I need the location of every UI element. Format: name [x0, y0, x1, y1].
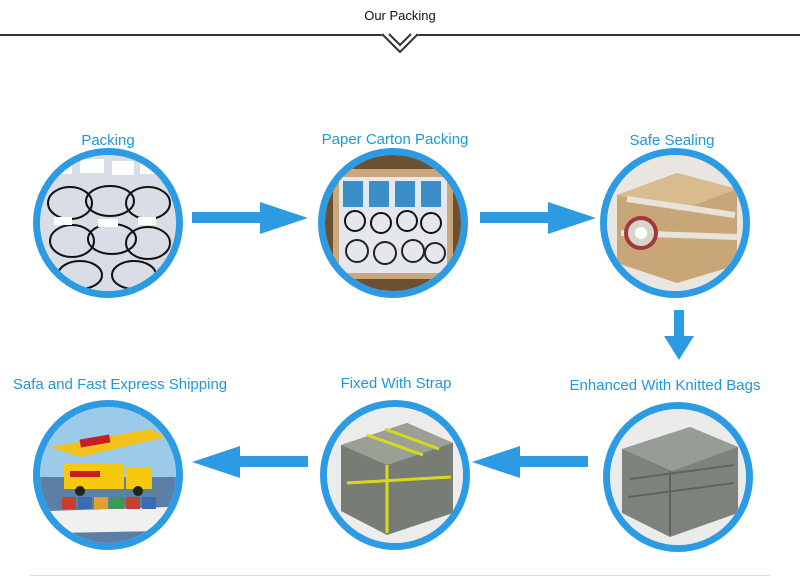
chevron-down-icon: [381, 33, 419, 54]
arrow-right-icon: [192, 202, 308, 234]
arrow-right-icon: [480, 202, 596, 234]
step-label: Packing: [81, 132, 135, 149]
arrow-down-icon: [664, 310, 694, 360]
page-title: Our Packing: [364, 8, 436, 23]
arrow-left-icon: [472, 446, 588, 478]
step-photo-knitted: [603, 402, 753, 552]
step-photo-carton: [318, 148, 468, 298]
step-label: Safe Sealing: [629, 132, 715, 149]
carton-image: [325, 155, 461, 291]
step-photo-sealing: [600, 148, 750, 298]
step-photo-cables: [33, 148, 183, 298]
cables-image: [40, 155, 176, 291]
sealed-box-image: [607, 155, 743, 291]
shipping-image: [40, 407, 176, 543]
step-photo-strap: [320, 400, 470, 550]
step-label: Safa and Fast Express Shipping: [12, 376, 228, 393]
step-label: Enhanced With Knitted Bags: [569, 377, 761, 394]
page-header: Our Packing: [0, 0, 800, 60]
step-label: Paper Carton Packing: [321, 131, 469, 148]
knitted-bag-image: [610, 409, 746, 545]
arrow-left-icon: [192, 446, 308, 478]
bottom-divider: [30, 575, 770, 576]
step-photo-shipping: [33, 400, 183, 550]
strapped-box-image: [327, 407, 463, 543]
step-label: Fixed With Strap: [340, 375, 452, 392]
